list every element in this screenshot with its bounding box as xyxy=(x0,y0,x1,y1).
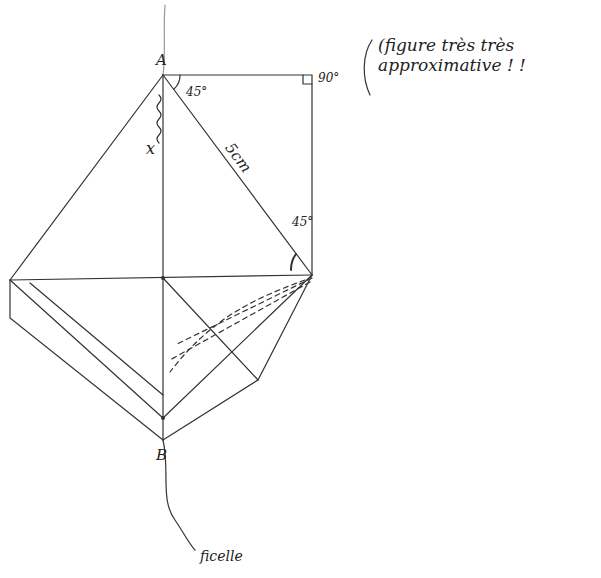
center-dot xyxy=(161,276,165,280)
note: (figure très très approximative ! ! xyxy=(378,36,528,75)
hidden-line xyxy=(175,278,312,345)
angle-arc xyxy=(174,75,180,89)
fold xyxy=(163,275,312,418)
height-mark xyxy=(157,95,161,143)
figure-label: 45° xyxy=(186,86,207,100)
figure-label: ficelle xyxy=(200,548,243,564)
string-bottom xyxy=(163,440,195,550)
hidden-line xyxy=(170,280,305,372)
lower-left xyxy=(10,280,163,440)
figure-label: 5cm xyxy=(221,140,254,176)
square-guide xyxy=(163,75,312,275)
figure-label: B xyxy=(156,447,167,464)
figure-label: x xyxy=(146,140,155,158)
figure-label: A xyxy=(156,52,167,69)
angle-arc xyxy=(291,254,296,270)
edge-left xyxy=(10,75,163,280)
diagonal xyxy=(10,275,312,280)
hidden-line xyxy=(170,282,310,360)
vertex-dot xyxy=(161,416,165,420)
parenthesis xyxy=(364,40,372,95)
inner-right xyxy=(163,278,258,380)
figure-label: 90° xyxy=(318,72,339,86)
figure-label: 45° xyxy=(292,216,313,230)
lower-right xyxy=(163,275,312,440)
right-angle-mark xyxy=(303,75,312,84)
inner-line xyxy=(30,283,163,395)
edge-5cm xyxy=(163,75,312,275)
axis xyxy=(162,75,163,440)
lower-left-inner xyxy=(10,280,163,418)
